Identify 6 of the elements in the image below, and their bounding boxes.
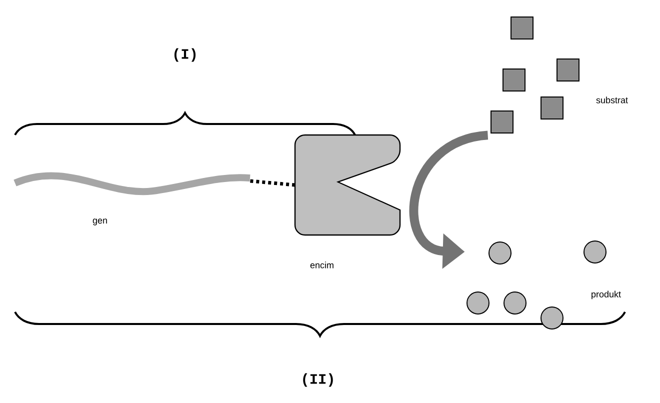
node-label: encim [310,262,334,268]
node-label: gen [92,218,107,226]
node-label: substrat [596,96,628,104]
node-label: produkt [592,290,621,300]
bracket-label: (I) [174,48,196,62]
bracket-label: (II) [303,373,333,387]
